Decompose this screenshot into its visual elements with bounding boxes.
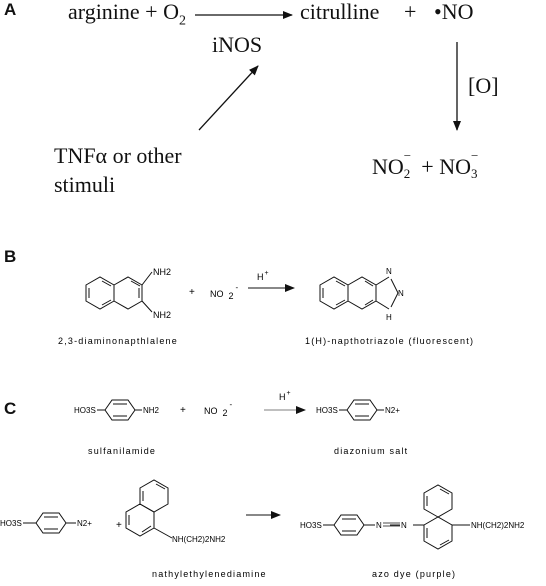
panel-a-label: A	[4, 0, 17, 19]
nh2-top: NH2	[153, 267, 171, 277]
plus-c2: +	[116, 520, 122, 531]
diaminonaphthalene-structure	[85, 271, 153, 313]
sulfanilamide-ring	[97, 399, 142, 421]
azo-double-bond	[383, 522, 400, 527]
diaminonaphthalene-name: 2,3-diaminonapthlalene	[58, 336, 178, 346]
diazonium-hso3: HO3S	[316, 406, 338, 415]
oxidation-label: [O]	[468, 73, 499, 98]
panel-a-arrows	[195, 11, 461, 131]
plus-c1: +	[180, 405, 186, 416]
triazole-n: N	[386, 267, 392, 276]
panel-b-label: B	[4, 247, 17, 266]
sulfanilamide-hso3: HO3S	[74, 406, 96, 415]
plus-b: +	[189, 287, 195, 298]
inos-label: iNOS	[212, 32, 263, 57]
naphthyl-amine-chain: NH(CH2)2NH2	[172, 535, 226, 544]
citrulline-label: citrulline	[300, 0, 380, 24]
azo-n-left: N	[376, 521, 382, 530]
diazonium-name: diazonium salt	[334, 446, 408, 456]
stimuli-line2: stimuli	[54, 172, 116, 197]
azo-n-right: N	[401, 521, 407, 530]
azo-hso3: HO3S	[300, 521, 322, 530]
diazonium-n2: N2+	[385, 406, 400, 415]
diazonium2-n2: N2+	[77, 519, 92, 528]
napthotriazole-structure	[319, 276, 399, 310]
azo-dye-name: azo dye (purple)	[372, 569, 456, 579]
napthotriazole-name: 1(H)-napthotriazole (fluorescent)	[305, 336, 474, 346]
naphthyl-structure	[125, 479, 173, 539]
naphthylethylenediamine-name: nathylethylenediamine	[152, 569, 267, 579]
acid-c: H+	[279, 390, 291, 402]
nh2-bottom: NH2	[153, 310, 171, 320]
sulfanilamide-nh2: NH2	[143, 406, 160, 415]
nitric-oxide-label: •NO	[434, 0, 474, 24]
nitrite-nitrate: NO−2 + NO−3	[372, 148, 479, 181]
acid-b: H+	[257, 270, 269, 282]
stimuli-line1: TNFα or other	[54, 143, 182, 168]
plus-sign: +	[404, 0, 417, 24]
diazonium2-hso3: HO3S	[0, 519, 22, 528]
panel-c-label: C	[4, 399, 17, 418]
arginine-o2: arginine + O2	[68, 0, 186, 29]
azo-amine-chain: NH(CH2)2NH2	[471, 521, 525, 530]
triazole-h: H	[386, 313, 392, 322]
diazonium-ring	[339, 399, 384, 421]
azo-dye-structure	[323, 484, 470, 550]
diazonium2-ring	[23, 512, 76, 534]
triazole-n-mid: N	[398, 289, 404, 298]
sulfanilamide-name: sulfanilamide	[88, 446, 156, 456]
stimuli-arrow	[198, 65, 259, 131]
